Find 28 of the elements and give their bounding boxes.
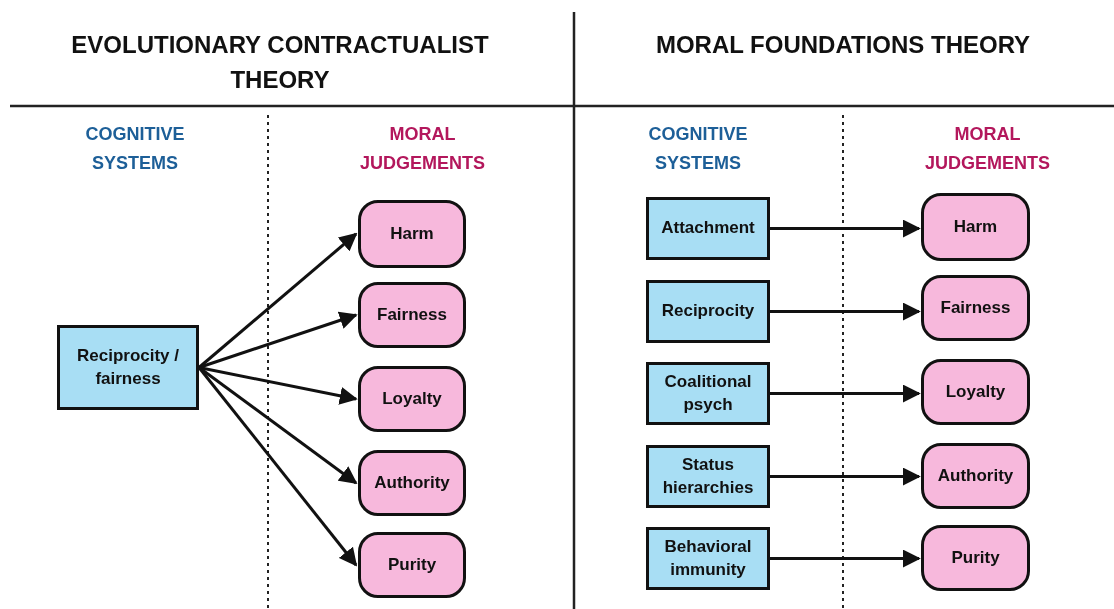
section-title: MORAL FOUNDATIONS THEORY: [654, 30, 1032, 60]
moral-judgement-box: Fairness: [358, 282, 466, 348]
moral-judgement-box: Authority: [921, 443, 1030, 509]
arrow: [770, 384, 921, 403]
moral-judgement-box: Loyalty: [358, 366, 466, 432]
column-heading: COGNITIVE SYSTEMS: [647, 123, 749, 175]
section-title: EVOLUTIONARY CONTRACTUALIST THEORY: [70, 30, 490, 95]
moral-judgement-box: Purity: [358, 532, 466, 598]
moral-judgement-box: Harm: [358, 200, 466, 268]
moral-judgement-box: Fairness: [921, 275, 1030, 341]
moral-judgement-box: Purity: [921, 525, 1030, 591]
column-heading: MORAL JUDGEMENTS: [924, 123, 1051, 175]
cognitive-system-box: Behavioral immunity: [646, 527, 770, 590]
arrow: [770, 219, 921, 238]
arrow: [770, 549, 921, 568]
moral-judgement-box: Loyalty: [921, 359, 1030, 425]
cognitive-system-box: Reciprocity: [646, 280, 770, 343]
moral-judgement-box: Harm: [921, 193, 1030, 261]
arrow: [770, 302, 921, 321]
cognitive-system-box: Status hierarchies: [646, 445, 770, 508]
column-heading: MORAL JUDGEMENTS: [359, 123, 486, 175]
moral-judgement-box: Authority: [358, 450, 466, 516]
column-heading: COGNITIVE SYSTEMS: [84, 123, 186, 175]
cognitive-system-box: Attachment: [646, 197, 770, 260]
arrow: [198, 232, 358, 369]
cognitive-system-box: Reciprocity / fairness: [57, 325, 199, 410]
arrow: [770, 467, 921, 486]
cognitive-system-box: Coalitional psych: [646, 362, 770, 425]
